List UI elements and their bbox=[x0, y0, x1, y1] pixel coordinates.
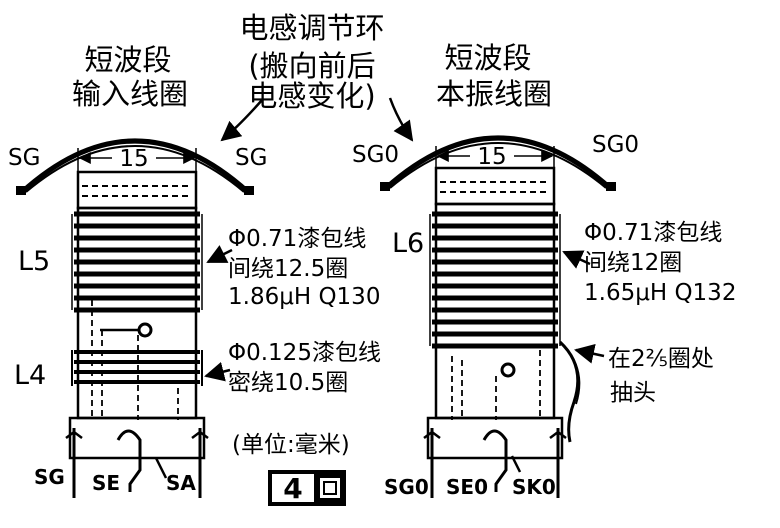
right-ring-label-left: SG0 bbox=[352, 142, 399, 168]
left-coil-l4-windings bbox=[71, 350, 203, 386]
right-switch-blade bbox=[482, 429, 508, 492]
right-title-line1: 短波段 bbox=[444, 41, 531, 75]
left-ring-label-left: SG bbox=[8, 145, 40, 171]
center-title-line3: 电感变化) bbox=[248, 79, 375, 113]
left-switch-blade bbox=[116, 429, 142, 492]
left-l4-note-line1: Φ0.125漆包线 bbox=[228, 340, 381, 366]
right-pin-sk0: SK0 bbox=[512, 475, 556, 499]
right-tap-note-line1: 在2⅖圈处 bbox=[608, 346, 714, 372]
left-l4-label: L4 bbox=[14, 360, 46, 391]
center-title-line2: (搬向前后 bbox=[248, 49, 375, 83]
right-coil-l6-windings bbox=[429, 211, 561, 349]
right-ring-label-right: SG0 bbox=[592, 132, 639, 158]
right-l6-note-line2: 间绕12圈 bbox=[584, 250, 682, 276]
left-dimension: 15 bbox=[119, 146, 148, 172]
unit-note: (单位:毫米) bbox=[232, 432, 350, 458]
left-pin-sa: SA bbox=[166, 471, 196, 495]
right-adjust-ring bbox=[384, 135, 612, 190]
left-ring-label-right: SG bbox=[235, 145, 267, 171]
center-title: 电感调节环 (搬向前后 电感变化) bbox=[239, 11, 384, 113]
left-l5-note-line2: 间绕12.5圈 bbox=[228, 256, 348, 282]
left-l5-note-line1: Φ0.71漆包线 bbox=[228, 226, 366, 252]
right-coil-assembly: 短波段 本振线圈 SG0 SG0 15 bbox=[352, 41, 736, 499]
left-title-line1: 短波段 bbox=[84, 43, 171, 77]
figure-number: 4 bbox=[283, 472, 302, 505]
left-l4-note-line2: 密绕10.5圈 bbox=[228, 370, 348, 396]
left-l5-label: L5 bbox=[18, 246, 50, 277]
right-pin-sg0: SG0 bbox=[384, 475, 429, 499]
left-coil-l5-windings bbox=[71, 211, 203, 313]
right-l6-label: L6 bbox=[392, 228, 424, 259]
left-l5-note-line3: 1.86μH Q130 bbox=[228, 284, 380, 310]
center-title-line1: 电感调节环 bbox=[239, 11, 384, 45]
left-title-line2: 输入线圈 bbox=[72, 77, 188, 111]
left-pin-sg: SG bbox=[34, 465, 65, 489]
right-tap-note-line2: 抽头 bbox=[610, 380, 656, 406]
arrow-to-left-ring bbox=[220, 99, 263, 142]
right-l6-note-line1: Φ0.71漆包线 bbox=[584, 220, 722, 246]
right-dimension: 15 bbox=[477, 144, 506, 170]
arrow-to-right-ring bbox=[388, 97, 414, 142]
left-pin-se: SE bbox=[92, 471, 120, 495]
left-coil-assembly: 短波段 输入线圈 SG SG 15 bbox=[8, 43, 381, 498]
left-adjust-ring bbox=[20, 138, 250, 194]
right-l6-note-line3: 1.65μH Q132 bbox=[584, 280, 736, 306]
figure-number-badge: 4 bbox=[268, 470, 346, 506]
right-title-line2: 本振线圈 bbox=[436, 77, 552, 111]
right-pin-se0: SE0 bbox=[446, 475, 488, 499]
